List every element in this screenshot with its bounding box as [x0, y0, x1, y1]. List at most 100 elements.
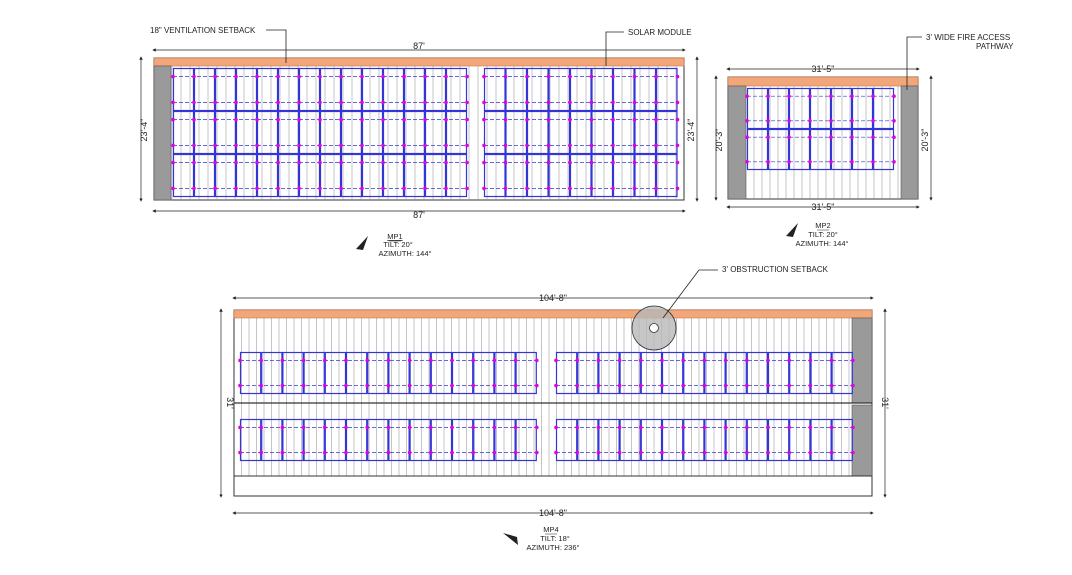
rail-attachment-dot	[681, 450, 685, 455]
rail-attachment-dot	[766, 160, 770, 164]
solar-module	[483, 153, 506, 198]
rail-attachment-dot	[171, 186, 175, 191]
solar-module	[214, 153, 237, 198]
rail-attachment-dot	[360, 100, 364, 105]
rail-attachment-dot	[850, 135, 854, 139]
solar-module	[767, 418, 790, 462]
rail-attachment-dot	[429, 383, 433, 388]
mp2-dimension-left: 20'-3"	[714, 129, 724, 152]
rail-attachment-dot	[702, 425, 707, 430]
rail-attachment-dot	[808, 119, 812, 123]
solar-module	[555, 418, 578, 462]
rail-attachment-dot	[276, 143, 280, 148]
fire-access-leader	[906, 36, 922, 90]
solar-module	[746, 351, 769, 395]
rail-attachment-dot	[503, 117, 508, 122]
rail-attachment-dot	[482, 160, 486, 165]
rail-attachment-dot	[787, 450, 791, 455]
solar-module	[851, 87, 874, 130]
rail-attachment-dot	[787, 425, 791, 430]
rail-attachment-dot	[192, 117, 196, 122]
solar-module	[548, 153, 571, 198]
rail-attachment-dot	[632, 117, 637, 122]
mp2-module-array	[745, 87, 896, 171]
solar-module	[809, 87, 832, 130]
rail-attachment-dot	[681, 358, 685, 363]
rail-attachment-dot	[535, 383, 539, 388]
rail-attachment-dot	[259, 450, 264, 455]
rail-attachment-dot	[444, 117, 448, 122]
solar-module	[424, 67, 447, 112]
rail-attachment-dot	[365, 450, 370, 455]
rail-attachment-dot	[546, 186, 551, 191]
rail-attachment-dot	[259, 358, 264, 363]
rail-attachment-dot	[276, 100, 280, 105]
rail-attachment-dot	[702, 358, 707, 363]
rail-attachment-dot	[546, 74, 551, 79]
solar-module	[683, 351, 705, 395]
rail-attachment-dot	[318, 100, 322, 105]
rail-attachment-dot	[639, 358, 643, 363]
solar-module	[256, 110, 279, 155]
rail-attachment-dot	[660, 450, 664, 455]
rail-attachment-dot	[871, 160, 875, 164]
rail-attachment-dot	[546, 117, 551, 122]
rail-attachment-dot	[568, 186, 572, 191]
solar-module	[515, 351, 537, 395]
rail-attachment-dot	[318, 160, 322, 165]
rail-attachment-dot	[681, 383, 685, 388]
rail-attachment-dot	[766, 425, 770, 430]
mp1-dimension-left: 23'-4"	[139, 119, 149, 142]
rail-attachment-dot	[568, 74, 572, 79]
rail-attachment-dot	[213, 160, 217, 165]
rail-attachment-dot	[255, 100, 259, 105]
mp4-dimension-left: 31'	[225, 397, 235, 409]
roof-plane-mp4	[233, 305, 873, 497]
solar-module	[361, 153, 384, 198]
obstruction-setback-label: 3' OBSTRUCTION SETBACK	[722, 265, 829, 274]
rail-attachment-dot	[675, 186, 680, 191]
roof-plane-mp2	[727, 76, 919, 200]
rail-attachment-dot	[297, 74, 301, 79]
mp4-tilt: TILT: 18°	[540, 534, 570, 543]
rail-attachment-dot	[381, 74, 385, 79]
solar-module	[298, 110, 321, 155]
rail-attachment-dot	[471, 450, 476, 455]
solar-module	[494, 351, 516, 395]
rail-attachment-dot	[429, 425, 433, 430]
solar-module	[256, 67, 279, 112]
rail-attachment-dot	[450, 358, 454, 363]
rail-attachment-dot	[589, 117, 594, 122]
rail-attachment-dot	[554, 425, 558, 430]
rail-attachment-dot	[344, 383, 348, 388]
rail-attachment-dot	[444, 186, 448, 191]
rail-attachment-dot	[513, 383, 518, 388]
rail-attachment-dot	[575, 383, 579, 388]
rail-attachment-dot	[192, 100, 196, 105]
solar-module-leader	[605, 31, 624, 66]
solar-module	[767, 351, 790, 395]
rail-attachment-dot	[611, 74, 615, 79]
rail-attachment-dot	[402, 74, 406, 79]
rail-attachment-dot	[589, 186, 594, 191]
rail-attachment-dot	[381, 100, 385, 105]
rail-attachment-dot	[723, 425, 728, 430]
solar-module	[277, 153, 300, 198]
rail-attachment-dot	[465, 117, 469, 122]
rail-attachment-dot	[360, 160, 364, 165]
rail-attachment-dot	[851, 450, 855, 455]
rail-attachment-dot	[386, 383, 391, 388]
rail-attachment-dot	[280, 450, 285, 455]
rail-attachment-dot	[471, 383, 476, 388]
rail-attachment-dot	[660, 358, 664, 363]
rail-attachment-dot	[234, 186, 238, 191]
solar-module	[851, 128, 874, 171]
rail-attachment-dot	[407, 358, 412, 363]
rail-attachment-dot	[766, 119, 770, 123]
rail-attachment-dot	[423, 100, 427, 105]
rail-attachment-dot	[575, 425, 579, 430]
solar-module	[214, 110, 237, 155]
solar-module	[598, 351, 620, 395]
rail-attachment-dot	[450, 450, 454, 455]
mp1-dimension-right: 23'-4"	[686, 119, 696, 142]
